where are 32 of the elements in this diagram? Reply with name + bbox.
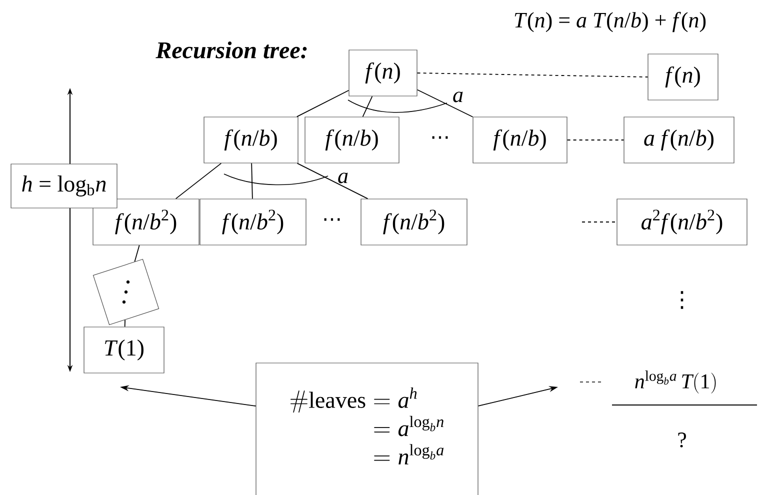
connector-line <box>362 96 373 118</box>
connector-line <box>296 162 368 200</box>
connector-line <box>296 90 350 118</box>
term-box: f(n/b$^{2}$) <box>92 198 200 246</box>
term-box: a f(n/b) <box>624 116 734 164</box>
ellipsis: ⋯ <box>324 218 340 221</box>
formula: $n^{\mathrm{log}_{b} a}\,T(1)$ <box>635 370 716 394</box>
term-box: f(n/b) <box>472 116 568 164</box>
question-mark: ? <box>678 432 686 448</box>
height-box: h = log$_{b}$n <box>10 164 118 208</box>
connector-line <box>134 244 140 262</box>
dashed-line <box>416 72 648 78</box>
term-box: T(1) <box>84 326 164 374</box>
variable-label: a <box>338 172 348 184</box>
term-box: f(n) <box>648 54 718 100</box>
connector-line <box>124 320 126 328</box>
term-box: f(n/b) <box>304 116 400 164</box>
dotted-box <box>92 258 160 326</box>
term-box: f(n/b) <box>204 116 298 164</box>
formula: T(n) = a T(n/b) + f(n) <box>514 12 706 32</box>
term-box: f(n/b$^{2}$) <box>200 198 306 246</box>
term-box: f(n/b$^{2}$) <box>360 198 468 246</box>
term-box: f(n) <box>348 50 418 96</box>
ellipsis: ⋯ <box>432 136 448 139</box>
formula-box: $\begin{array}{@{}r@{\;}l@{}}\mathrm{\#leaves} & = a^{h}\\ & = a^{\mathrm{log}_{b} n}\\ & = n^{\mathrm{log}_{b} a}\end{array}$ <box>256 362 478 495</box>
title: Recursion tree: <box>156 42 307 58</box>
connector-line <box>175 162 222 200</box>
term-box: a$^{2}$f(n/b$^{2}$) <box>616 198 748 246</box>
connector-line <box>251 162 253 200</box>
connector-line <box>416 89 474 118</box>
vertical-ellipsis: ⋮ <box>680 291 684 309</box>
variable-label: a <box>453 92 463 102</box>
